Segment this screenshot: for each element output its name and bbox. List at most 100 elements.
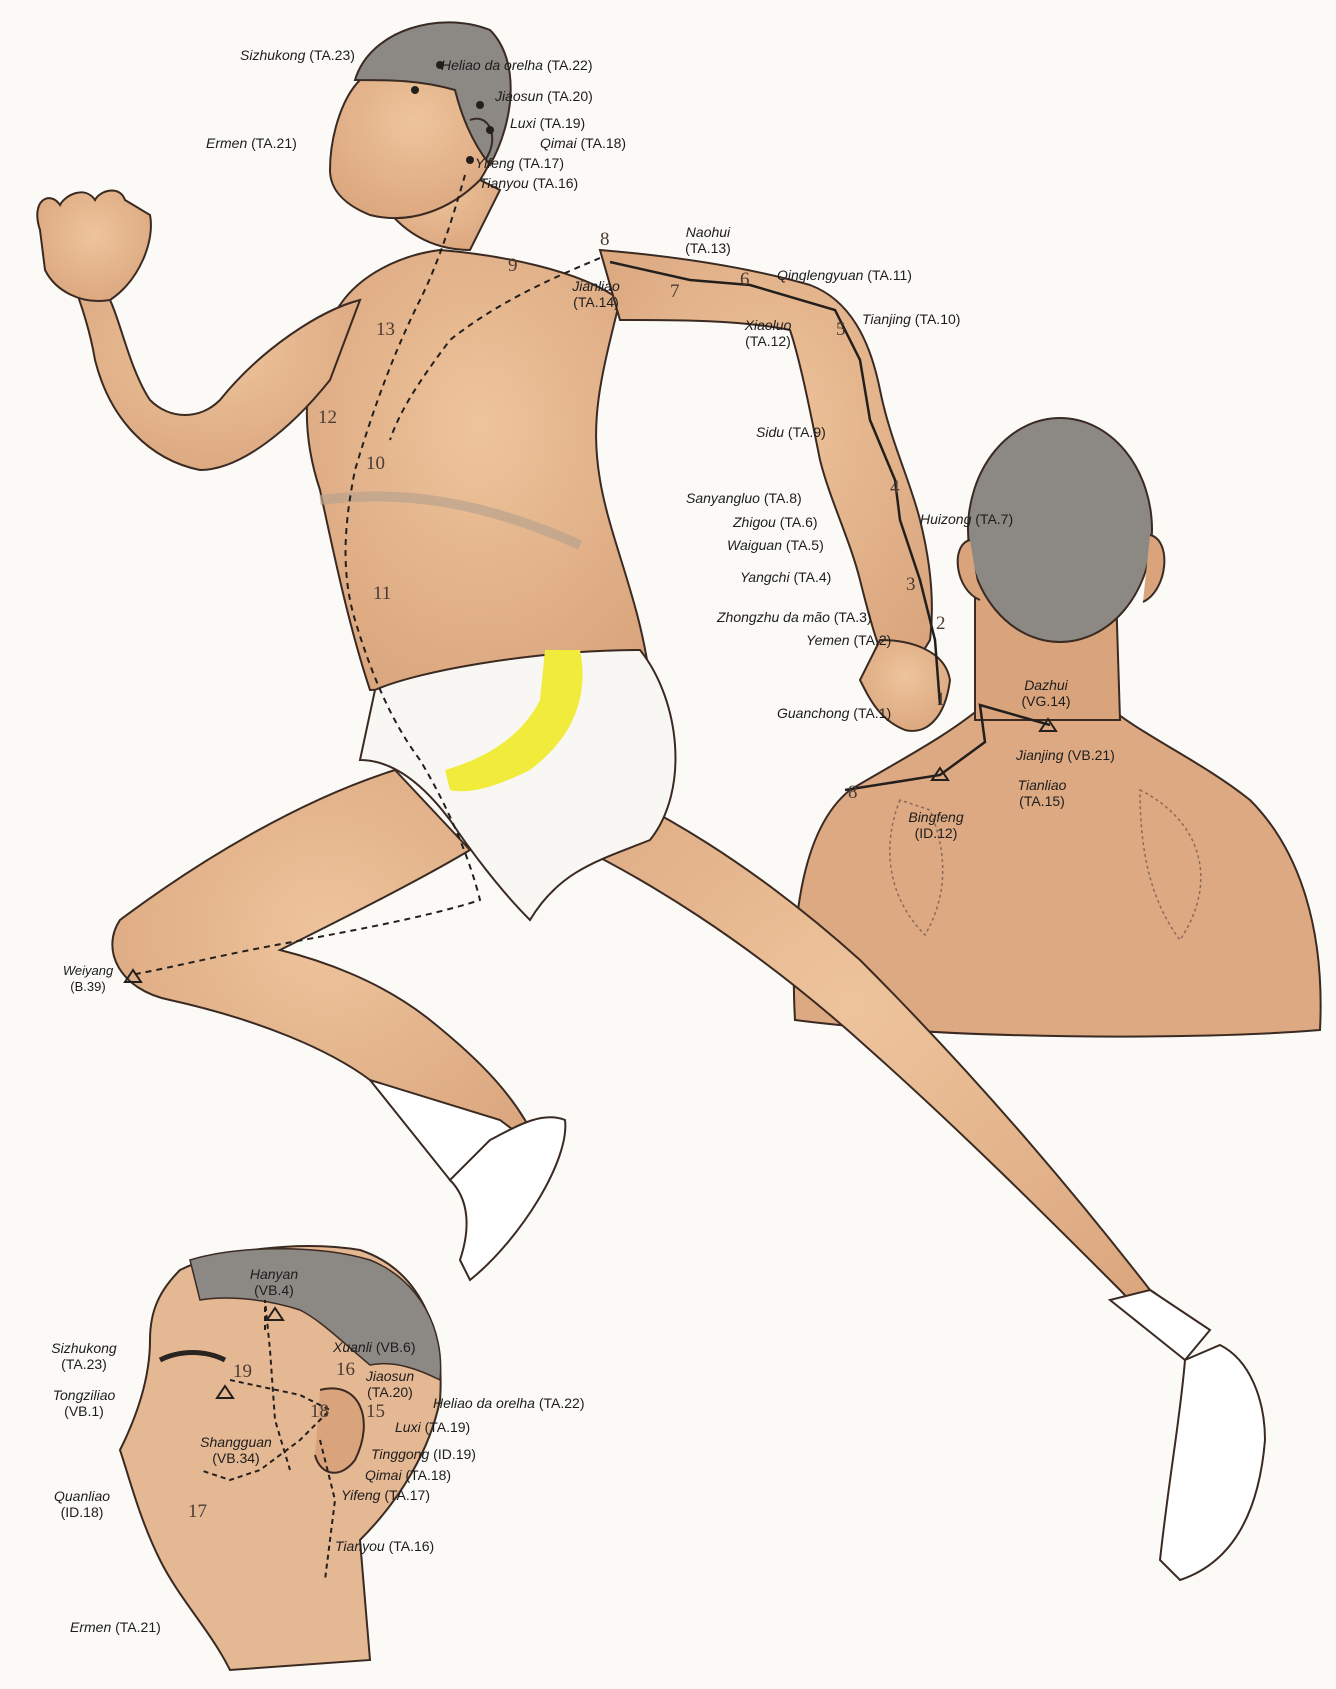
label-ta16-code: (TA.16)	[533, 175, 579, 191]
label-vb4-code: (VB.4)	[254, 1282, 294, 1298]
path-number-9: 9	[508, 256, 518, 276]
label-ta15-code: (TA.15)	[1019, 793, 1065, 809]
label-h-ta16-code: (TA.16)	[389, 1538, 435, 1554]
label-vb21: Jianjing (VB.21)	[1016, 747, 1115, 763]
label-ta18-code: (TA.18)	[580, 135, 626, 151]
label-ta6-code: (TA.6)	[780, 514, 818, 530]
label-ta22-code: (TA.22)	[547, 57, 593, 73]
head-path-number-16: 16	[336, 1360, 355, 1380]
label-ta11-code: (TA.11)	[867, 267, 912, 283]
label-h-ta17-name: Yifeng	[341, 1487, 380, 1503]
label-ta6-name: Zhigou	[733, 514, 776, 530]
label-h-ta22-name: Heliao da orelha	[433, 1395, 535, 1411]
label-ta15-name: Tianliao	[1018, 777, 1067, 793]
label-ta10-code: (TA.10)	[915, 311, 961, 327]
label-ta5-code: (TA.5)	[786, 537, 824, 553]
label-ta7-code: (TA.7)	[975, 511, 1013, 527]
label-b39: Weiyang(B.39)	[63, 963, 113, 995]
label-ta12: Xiaoluo(TA.12)	[745, 317, 792, 349]
label-ta3-code: (TA.3)	[834, 609, 872, 625]
label-vb1-name: Tongziliao	[53, 1387, 116, 1403]
label-h-ta18-name: Qimai	[365, 1467, 402, 1483]
label-vb1-code: (VB.1)	[64, 1403, 104, 1419]
label-ta5: Waiguan (TA.5)	[727, 537, 824, 553]
label-h-ta19-code: (TA.19)	[425, 1419, 471, 1435]
path-number-6: 6	[740, 270, 750, 290]
label-ta3: Zhongzhu da mão (TA.3)	[717, 609, 872, 625]
label-ta16-name: Tianyou	[479, 175, 529, 191]
label-ta18-name: Qimai	[540, 135, 577, 151]
path-number-12: 12	[318, 408, 337, 428]
label-ta17-name: Yifeng	[475, 155, 514, 171]
label-ta17-code: (TA.17)	[518, 155, 564, 171]
label-ta2: Yemen (TA.2)	[806, 632, 891, 648]
path-number-10: 10	[366, 454, 385, 474]
back-head	[968, 418, 1152, 642]
label-b39-name: Weiyang	[63, 963, 113, 978]
label-ta5-name: Waiguan	[727, 537, 782, 553]
label-ta14-code: (TA.14)	[573, 294, 619, 310]
label-vb34-name: Shangguan	[200, 1434, 272, 1450]
label-id18-code: (ID.18)	[61, 1504, 104, 1520]
label-h-ta23-code: (TA.23)	[61, 1356, 107, 1372]
label-vb6: Xuanli (VB.6)	[333, 1339, 416, 1355]
label-ta19-name: Luxi	[510, 115, 536, 131]
back-path-number-8: 8	[848, 783, 858, 803]
label-h-ta21-code: (TA.21)	[115, 1619, 161, 1635]
label-ta9: Sidu (TA.9)	[756, 424, 826, 440]
path-number-1: 1	[936, 690, 946, 710]
label-vb4-name: Hanyan	[250, 1266, 298, 1282]
label-vb34: Shangguan(VB.34)	[200, 1434, 272, 1466]
label-ta23-name: Sizhukong	[240, 47, 305, 63]
label-ta18: Qimai (TA.18)	[540, 135, 626, 151]
label-id19-name: Tinggong	[371, 1446, 429, 1462]
label-id12: Bingfeng(ID.12)	[908, 809, 963, 841]
label-vg14-code: (VG.14)	[1021, 693, 1070, 709]
label-vb34-code: (VB.34)	[212, 1450, 259, 1466]
label-h-ta16-name: Tianyou	[335, 1538, 385, 1554]
label-ta20-name: Jiaosun	[495, 88, 543, 104]
label-vb6-name: Xuanli	[333, 1339, 372, 1355]
path-number-3: 3	[906, 575, 916, 595]
label-ta6: Zhigou (TA.6)	[733, 514, 818, 530]
label-ta1-name: Guanchong	[777, 705, 849, 721]
runner-left-hand	[37, 191, 151, 301]
label-vb1: Tongziliao(VB.1)	[53, 1387, 116, 1419]
label-h-ta21: Ermen (TA.21)	[70, 1619, 161, 1635]
label-h-ta21-name: Ermen	[70, 1619, 111, 1635]
label-ta21: Ermen (TA.21)	[206, 135, 297, 151]
label-ta11-name: Qinglengyuan	[777, 267, 863, 283]
label-ta4: Yangchi (TA.4)	[740, 569, 831, 585]
label-ta22-name: Heliao da orelha	[441, 57, 543, 73]
label-ta13: Naohui(TA.13)	[685, 224, 731, 256]
label-ta2-name: Yemen	[806, 632, 850, 648]
label-ta12-code: (TA.12)	[745, 333, 791, 349]
label-ta11: Qinglengyuan (TA.11)	[777, 267, 912, 283]
label-h-ta16: Tianyou (TA.16)	[335, 1538, 434, 1554]
label-h-ta23-name: Sizhukong	[51, 1340, 116, 1356]
label-vb4: Hanyan(VB.4)	[250, 1266, 298, 1298]
label-ta17: Yifeng (TA.17)	[475, 155, 564, 171]
head-path-number-15: 15	[366, 1402, 385, 1422]
label-ta4-code: (TA.4)	[793, 569, 831, 585]
label-vb6-code: (VB.6)	[376, 1339, 416, 1355]
head-path-number-19: 19	[233, 1362, 252, 1382]
label-h-ta20: Jiaosun(TA.20)	[366, 1368, 414, 1400]
label-ta21-name: Ermen	[206, 135, 247, 151]
label-ta1: Guanchong (TA.1)	[777, 705, 891, 721]
path-number-13: 13	[376, 320, 395, 340]
path-number-7: 7	[670, 282, 680, 302]
label-ta20: Jiaosun (TA.20)	[495, 88, 593, 104]
label-h-ta17-code: (TA.17)	[384, 1487, 430, 1503]
label-ta2-code: (TA.2)	[853, 632, 891, 648]
label-ta13-name: Naohui	[686, 224, 730, 240]
label-vb21-name: Jianjing	[1016, 747, 1063, 763]
label-ta19: Luxi (TA.19)	[510, 115, 585, 131]
label-h-ta17: Yifeng (TA.17)	[341, 1487, 430, 1503]
label-vg14-name: Dazhui	[1024, 677, 1068, 693]
path-number-5: 5	[836, 320, 846, 340]
label-ta22: Heliao da orelha (TA.22)	[441, 57, 593, 73]
label-ta8-code: (TA.8)	[764, 490, 802, 506]
label-ta10-name: Tianjing	[862, 311, 911, 327]
